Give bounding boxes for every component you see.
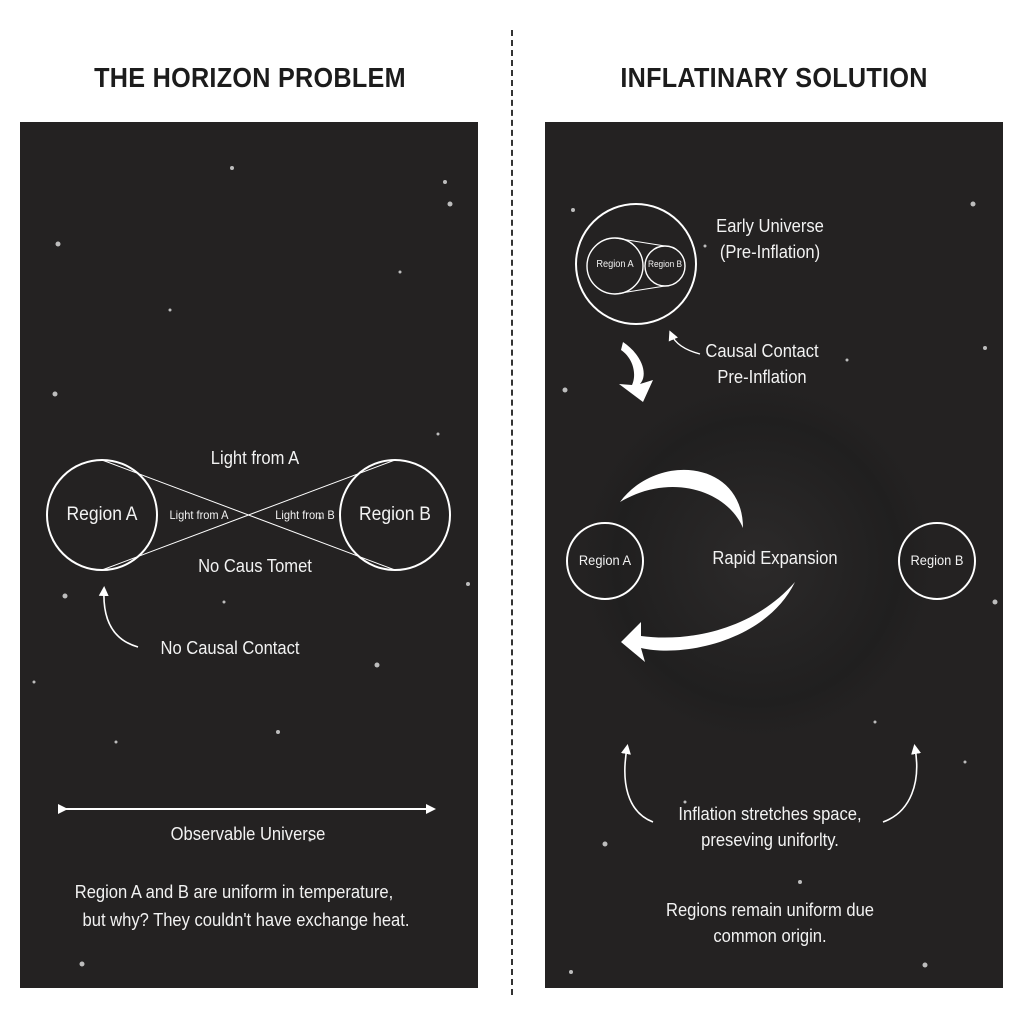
region-b-label: Region B xyxy=(359,504,431,525)
causal-contact-line-2: Pre-Inflation xyxy=(717,367,807,387)
small-region-tangents xyxy=(614,237,666,295)
no-caus-tomet-label: No Caus Tomet xyxy=(198,556,312,576)
early-universe-line-2: (Pre-Inflation) xyxy=(719,242,821,262)
uniform-line-2: common origin. xyxy=(713,926,827,946)
left-up-arrow xyxy=(621,744,654,823)
expansion-glow xyxy=(567,372,947,752)
early-universe-line-1: Early Universe xyxy=(716,216,824,236)
region-a-label: Region A xyxy=(66,504,138,525)
small-region-b-label: Region B xyxy=(647,259,683,269)
inflationary-solution-title: INFLATINARY SOLUTION xyxy=(620,62,928,93)
right-up-arrow xyxy=(882,744,921,823)
star-field xyxy=(32,166,470,967)
horizon-diagram xyxy=(32,166,470,967)
no-causal-contact-label: No Causal Contact xyxy=(160,638,300,658)
horizon-problem-title: THE HORIZON PROBLEM xyxy=(94,62,406,93)
down-arrow xyxy=(619,342,653,402)
stretch-line-1: Inflation stretches space, xyxy=(678,804,862,824)
caption-line-2: but why? They couldn't have exchange hea… xyxy=(82,910,410,930)
expansion-arrow-bottom xyxy=(621,582,795,662)
horizon-problem-panel: Region A Region B Light from A Light fro… xyxy=(20,122,478,988)
no-causal-contact-arrow xyxy=(98,586,139,648)
inflationary-solution-panel: Region A Region B Early Universe (Pre-In… xyxy=(545,122,1003,988)
region-b-label: Region B xyxy=(910,552,964,568)
light-from-a-top-label: Light from A xyxy=(210,448,300,468)
causal-contact-line-1: Causal Contact xyxy=(705,341,819,361)
region-a-label: Region A xyxy=(578,552,632,568)
dashed-divider xyxy=(511,30,513,995)
rapid-expansion-label: Rapid Expansion xyxy=(712,548,838,568)
early-universe-circle xyxy=(575,203,697,325)
light-from-b-inner-label: Light from B xyxy=(275,508,335,522)
expansion-arrow-top xyxy=(620,469,743,528)
observable-universe-label: Observable Universe xyxy=(170,824,326,844)
uniform-line-1: Regions remain uniform due xyxy=(665,900,875,920)
small-region-a-label: Region A xyxy=(596,259,634,270)
light-from-a-inner-label: Light from A xyxy=(169,508,229,522)
region-a-circle xyxy=(566,522,644,600)
caption-line-1: Region A and B are uniform in temperatur… xyxy=(74,882,394,902)
inflation-diagram xyxy=(562,201,998,974)
stretch-line-2: preseving uniforlty. xyxy=(701,830,839,850)
causal-contact-pointer xyxy=(668,330,701,355)
region-b-circle xyxy=(898,522,976,600)
light-cone-lines xyxy=(101,459,396,571)
